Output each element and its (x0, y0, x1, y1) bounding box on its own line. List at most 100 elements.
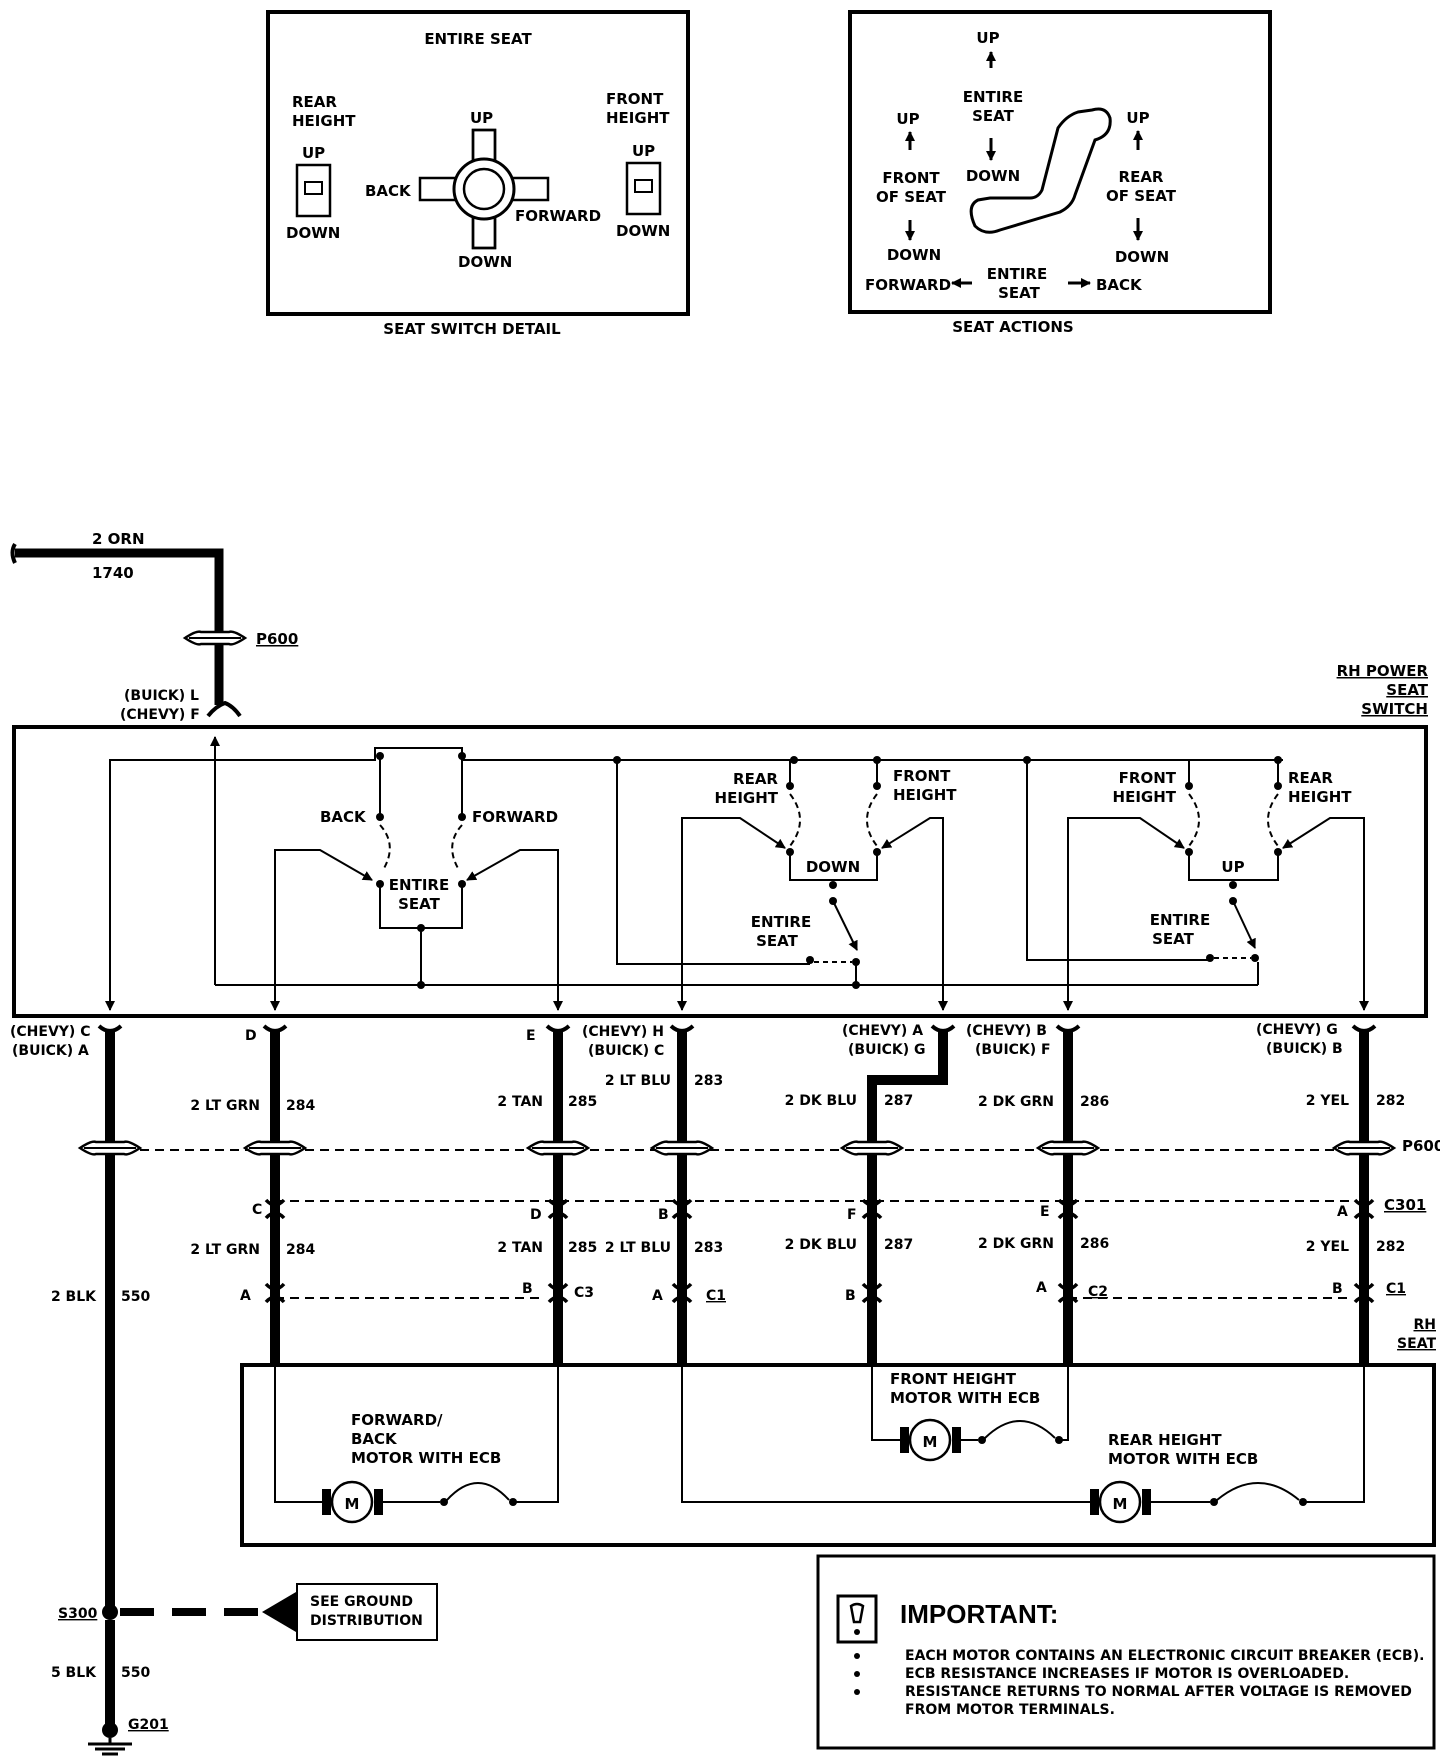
wire-labels-upper: 2 LT GRN 284 2 TAN 285 2 LT BLU 283 2 DK… (190, 1073, 1405, 1114)
svg-text:A: A (652, 1288, 663, 1304)
svg-text:2 DK BLU: 2 DK BLU (785, 1237, 857, 1253)
svg-text:C1: C1 (1386, 1281, 1406, 1297)
c301-pin-labels: C D B F E A (252, 1202, 1348, 1223)
svg-text:FORWARD: FORWARD (472, 808, 558, 826)
svg-text:2 YEL: 2 YEL (1306, 1239, 1349, 1255)
svg-text:A: A (1036, 1280, 1047, 1296)
svg-text:1740: 1740 (92, 564, 134, 582)
forward-back-motor: M (322, 1480, 383, 1524)
svg-text:SEAT: SEAT (1386, 681, 1428, 699)
svg-text:FORWARD: FORWARD (515, 207, 601, 225)
svg-text:UP: UP (302, 144, 325, 162)
svg-text:ECB RESISTANCE INCREASES IF M: ECB RESISTANCE INCREASES IF MOTOR IS OVE… (905, 1666, 1349, 1682)
svg-text:282: 282 (1376, 1239, 1405, 1255)
svg-text:(BUICK) F: (BUICK) F (975, 1042, 1051, 1058)
svg-text:B: B (845, 1288, 856, 1304)
svg-text:B: B (1332, 1281, 1343, 1297)
svg-text:M: M (1113, 1495, 1128, 1513)
svg-text:REAR: REAR (1119, 168, 1164, 186)
svg-text:ENTIRE: ENTIRE (389, 876, 449, 894)
svg-text:SEAT: SEAT (998, 284, 1040, 302)
svg-text:2 BLK: 2 BLK (51, 1289, 97, 1305)
svg-text:(CHEVY) C: (CHEVY) C (10, 1024, 90, 1040)
svg-text:FRONT: FRONT (1119, 769, 1177, 787)
svg-text:D: D (530, 1207, 542, 1223)
svg-text:C: C (252, 1202, 262, 1218)
svg-text:282: 282 (1376, 1093, 1405, 1109)
rear-height-switch (295, 163, 332, 218)
svg-text:C2: C2 (1088, 1284, 1108, 1300)
svg-text:B: B (522, 1281, 533, 1297)
svg-text:(CHEVY) H: (CHEVY) H (582, 1024, 664, 1040)
front-height-motor: M (900, 1418, 961, 1462)
svg-text:ENTIRE: ENTIRE (1150, 911, 1210, 929)
svg-text:UP: UP (976, 29, 999, 47)
svg-text:UP: UP (632, 142, 655, 160)
svg-text:287: 287 (884, 1093, 913, 1109)
svg-text:HEIGHT: HEIGHT (292, 112, 356, 130)
svg-text:A: A (240, 1288, 251, 1304)
svg-text:DISTRIBUTION: DISTRIBUTION (310, 1613, 423, 1629)
svg-text:283: 283 (694, 1240, 723, 1256)
svg-text:2 DK BLU: 2 DK BLU (785, 1093, 857, 1109)
svg-text:HEIGHT: HEIGHT (893, 786, 957, 804)
svg-text:C3: C3 (574, 1285, 594, 1301)
svg-text:(BUICK) C: (BUICK) C (588, 1043, 664, 1059)
svg-text:285: 285 (568, 1240, 597, 1256)
svg-text:RH: RH (1414, 1317, 1437, 1333)
svg-text:2 YEL: 2 YEL (1306, 1093, 1349, 1109)
seat-connector-labels: A B C3 A C1 B A C2 B C1 (240, 1280, 1406, 1304)
actions-caption: SEAT ACTIONS (952, 318, 1074, 336)
svg-text:5 BLK: 5 BLK (51, 1665, 97, 1681)
svg-text:M: M (345, 1495, 360, 1513)
info-icon (836, 1594, 878, 1644)
svg-text:(BUICK) B: (BUICK) B (1266, 1041, 1343, 1057)
svg-text:2 TAN: 2 TAN (497, 1094, 543, 1110)
svg-text:(CHEVY) B: (CHEVY) B (966, 1023, 1047, 1039)
svg-text:DOWN: DOWN (806, 858, 860, 876)
svg-text:(BUICK) L: (BUICK) L (124, 688, 199, 704)
svg-text:IMPORTANT:: IMPORTANT: (900, 1599, 1058, 1629)
svg-text:OF SEAT: OF SEAT (876, 188, 947, 206)
svg-text:REAR: REAR (292, 93, 337, 111)
svg-text:HEIGHT: HEIGHT (715, 789, 779, 807)
svg-text:2 LT GRN: 2 LT GRN (190, 1242, 260, 1258)
svg-text:BACK: BACK (365, 182, 412, 200)
svg-text:B: B (658, 1207, 669, 1223)
svg-text:FORWARD/: FORWARD/ (351, 1411, 443, 1429)
svg-text:G201: G201 (128, 1717, 169, 1733)
ground-section: SEE GROUND DISTRIBUTION S300 5 BLK 550 G… (51, 1583, 438, 1756)
svg-text:UP: UP (896, 110, 919, 128)
svg-text:(BUICK) G: (BUICK) G (848, 1042, 926, 1058)
svg-text:HEIGHT: HEIGHT (1288, 788, 1352, 806)
svg-text:284: 284 (286, 1098, 315, 1114)
svg-text:SEE GROUND: SEE GROUND (310, 1594, 413, 1610)
svg-text:C301: C301 (1384, 1196, 1426, 1214)
svg-text:BACK: BACK (320, 808, 367, 826)
feed-circuit: 2 ORN 1740 P600 (BUICK) L (CHEVY) F (10, 530, 298, 723)
svg-text:FRONT: FRONT (606, 90, 664, 108)
svg-text:RESISTANCE RETURNS TO NORMAL A: RESISTANCE RETURNS TO NORMAL AFTER VOLTA… (905, 1684, 1412, 1700)
svg-text:MOTOR WITH ECB: MOTOR WITH ECB (1108, 1450, 1258, 1468)
svg-text:FORWARD: FORWARD (865, 276, 951, 294)
svg-text:SEAT: SEAT (972, 107, 1014, 125)
svg-text:283: 283 (694, 1073, 723, 1089)
svg-text:550: 550 (121, 1289, 150, 1305)
svg-text:S300: S300 (58, 1606, 98, 1622)
svg-text:F: F (847, 1207, 857, 1223)
svg-text:UP: UP (1126, 109, 1149, 127)
svg-text:ENTIRE: ENTIRE (751, 913, 811, 931)
svg-text:E: E (1040, 1204, 1050, 1220)
svg-text:HEIGHT: HEIGHT (1113, 788, 1177, 806)
svg-text:ENTIRE: ENTIRE (987, 265, 1047, 283)
svg-text:FRONT HEIGHT: FRONT HEIGHT (890, 1370, 1017, 1388)
svg-text:C1: C1 (706, 1288, 726, 1304)
svg-text:FRONT: FRONT (893, 767, 951, 785)
svg-text:2 TAN: 2 TAN (497, 1240, 543, 1256)
svg-text:286: 286 (1080, 1236, 1109, 1252)
svg-text:E: E (526, 1028, 536, 1044)
svg-text:DOWN: DOWN (286, 224, 340, 242)
svg-text:UP: UP (1221, 858, 1244, 876)
svg-text:DOWN: DOWN (616, 222, 670, 240)
